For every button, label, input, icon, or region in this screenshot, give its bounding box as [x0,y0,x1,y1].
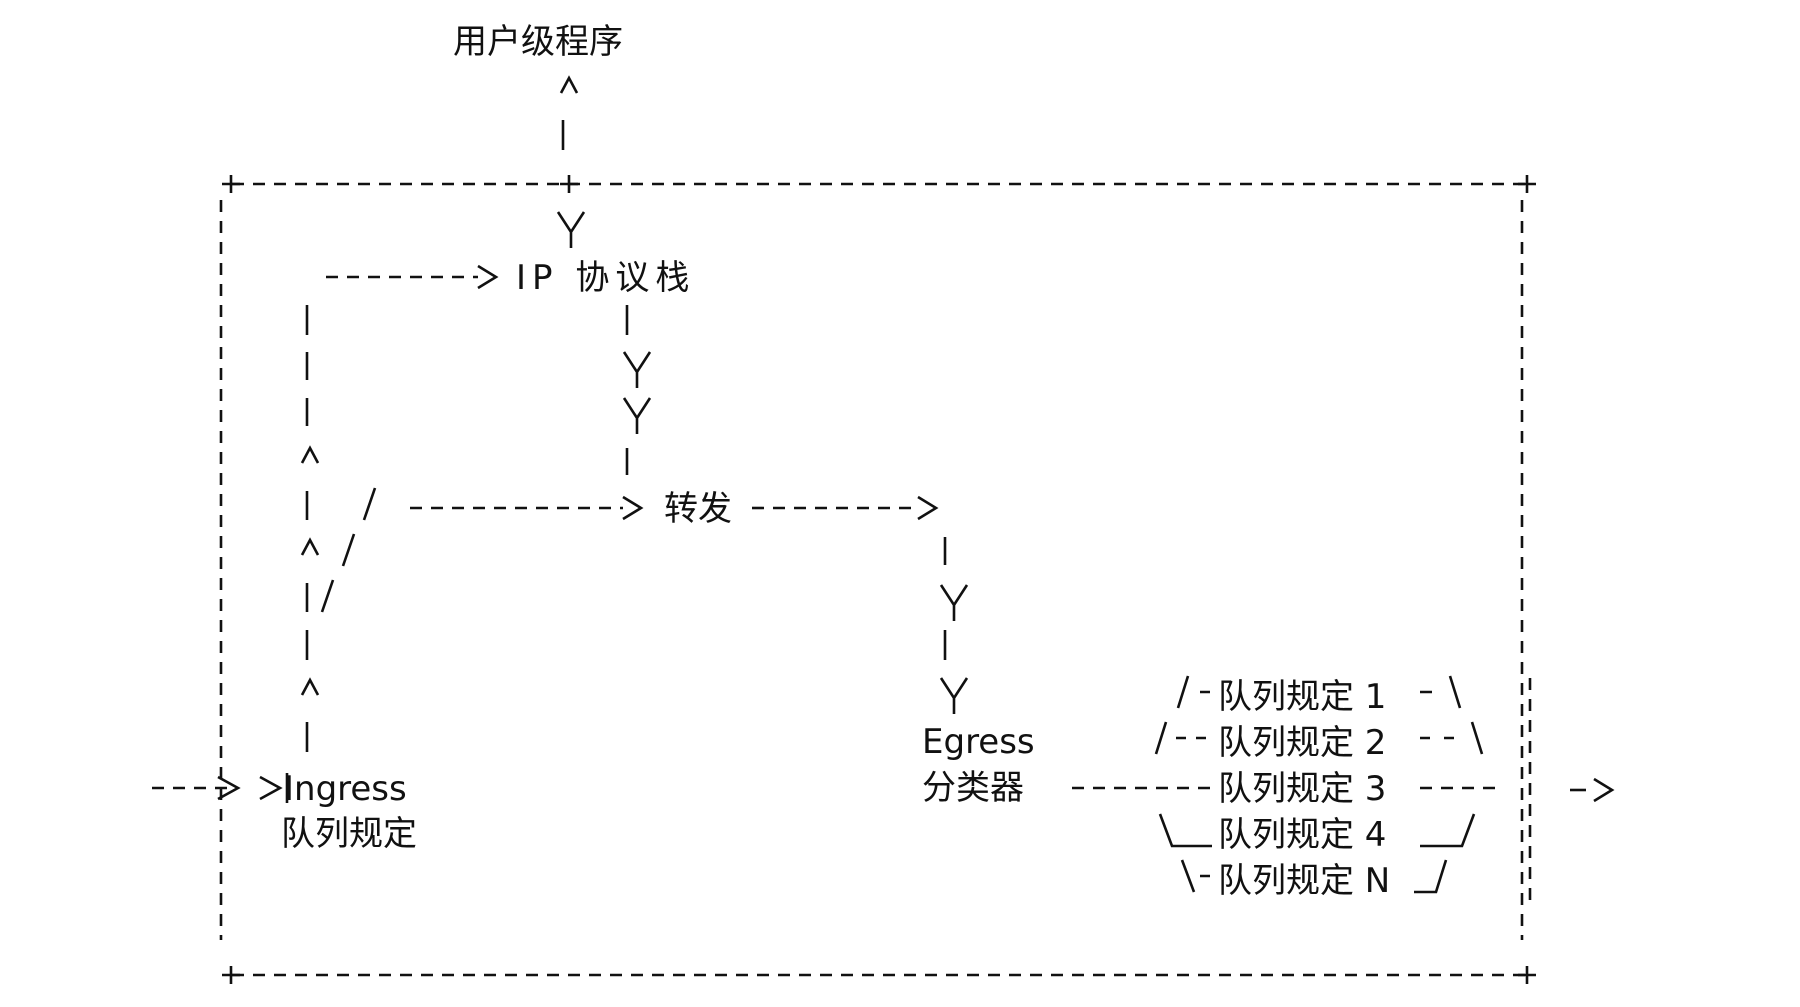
qdisc-1-label: 队列规定 1 [1218,677,1386,717]
corner-top-left [222,175,240,193]
ingress-label: Ingress [284,769,407,809]
up-arrowhead-user [559,75,579,94]
egress-label: Egress [922,722,1035,762]
corner-bottom-right [1518,966,1536,984]
qdisc-3-label: 队列规定 3 [1218,769,1386,809]
branch-slash-3 [320,579,335,613]
down-arrowhead-ip [556,211,586,248]
ip-stack-label: IP 协议栈 [516,258,695,298]
incoming-arrowhead-2 [259,775,283,801]
right-arrowhead-ip [477,264,499,290]
qdisc-4-bracket-right [1420,813,1476,848]
qdisc-n-bracket-left [1180,859,1210,893]
qdisc-4-label: 队列规定 4 [1218,815,1386,855]
down-arrowhead-4 [939,677,969,714]
corner-bottom-left [222,966,240,984]
up-arrowhead-3 [300,677,320,696]
qdisc-2-label: 队列规定 2 [1218,723,1386,763]
up-arrowhead-1 [300,445,320,464]
qdisc-1-bracket-right [1420,675,1462,709]
down-arrowhead-2 [622,397,652,434]
up-arrowhead-2 [300,537,320,556]
branch-slash-1 [362,487,377,521]
forward-label: 转发 [664,489,732,529]
down-arrowhead-3 [939,584,969,621]
junction-top-center [560,175,578,193]
qdisc-n-label: 队列规定 N [1218,861,1390,901]
incoming-arrowhead-1 [217,775,241,801]
right-arrowhead-egress [917,495,939,521]
outgoing-arrowhead [1593,777,1615,803]
qdisc-2-bracket-right [1420,721,1484,755]
right-arrowhead-forward [622,495,644,521]
qdisc-2-bracket-left [1154,721,1206,755]
qdisc-n-bracket-right [1414,859,1448,894]
qdisc-4-bracket-left [1158,813,1212,848]
egress-classifier-label: 分类器 [922,768,1024,808]
user-program-label: 用户级程序 [453,22,623,62]
branch-slash-2 [341,533,356,567]
down-arrowhead-1 [622,351,652,388]
corner-top-right [1518,175,1536,193]
ingress-qdisc-label: 队列规定 [281,814,417,854]
qdisc-1-bracket-left [1176,675,1210,709]
